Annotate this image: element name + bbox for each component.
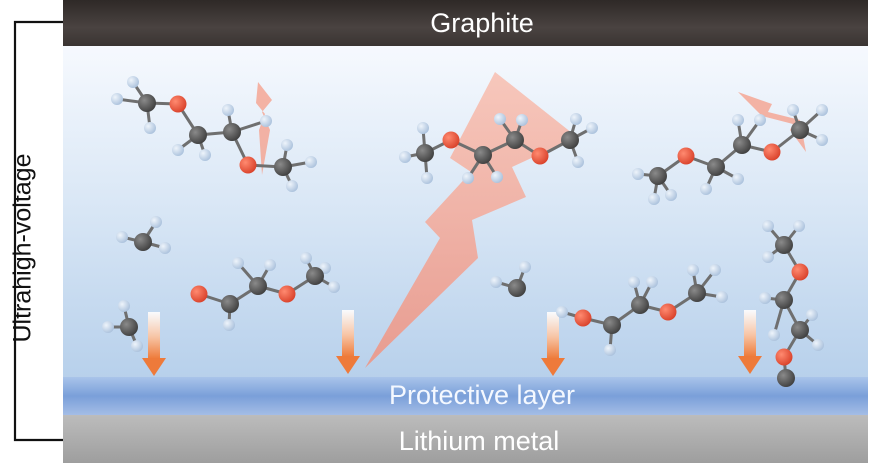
graphite-layer [63,0,868,46]
down-arrow-icon [738,310,762,374]
lithium-metal-layer [63,415,868,463]
ultrahigh-voltage-label: Ultrahigh-voltage [8,153,37,343]
protective-layer [63,377,868,415]
molecule-icon [490,261,531,297]
protective-layer-label: Protective layer [388,380,576,410]
down-arrow-icon [142,312,166,376]
molecule-icon [102,300,143,352]
graphite-label: Graphite [430,8,534,38]
lightning-bolt-icon [738,92,806,152]
molecule-icon [111,76,317,192]
molecule-group [102,76,828,387]
down-arrow-icon [336,310,360,374]
molecule-icon [116,216,171,254]
molecule-icon [399,113,598,184]
molecule-icon [190,252,340,331]
arrow-group [142,310,762,376]
lightning-bolt-icon [256,82,272,175]
molecule-icon [556,264,728,356]
molecule-icon [759,220,824,387]
lithium-metal-label: Lithium metal [398,426,560,456]
down-arrow-icon [541,312,565,376]
molecule-icon [632,104,828,205]
voltage-bracket [13,20,63,442]
